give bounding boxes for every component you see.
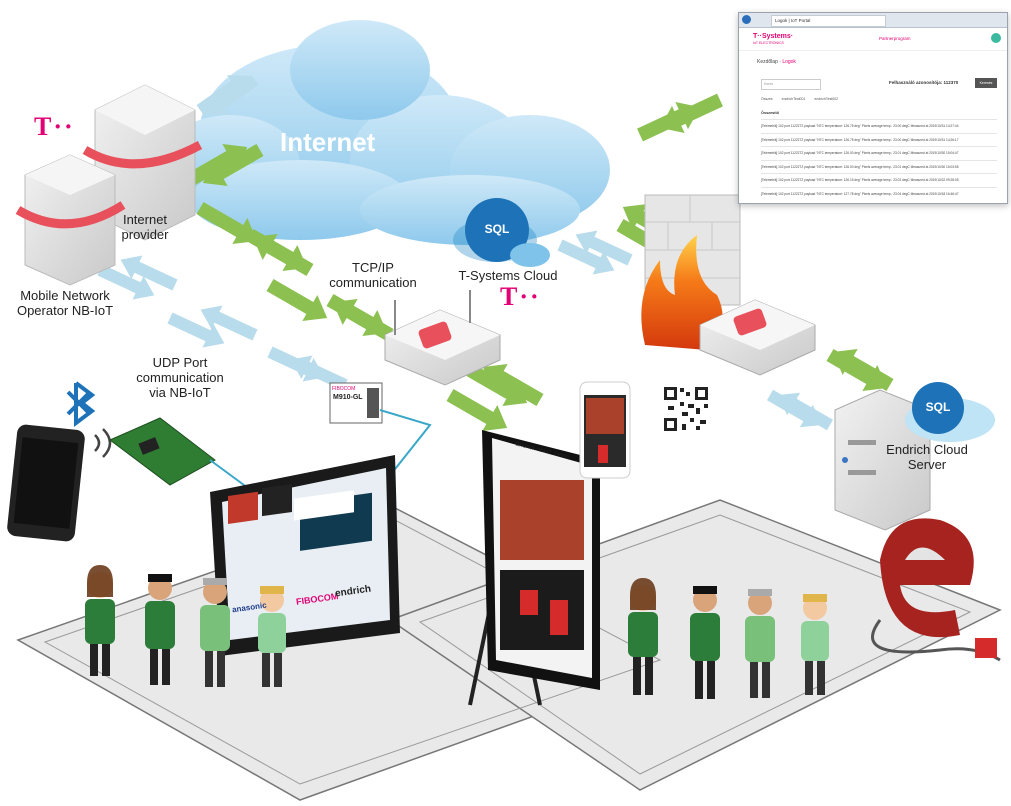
module-brand: FIBOCOM — [332, 386, 356, 392]
tablet-display — [210, 455, 400, 656]
list-item: [Telemetrik] 102 port 11222TZ payload "N… — [761, 119, 997, 133]
mobile-operator-label: Mobile Network Operator NB-IoT — [16, 288, 114, 318]
avatar[interactable] — [991, 33, 1001, 43]
portal-brand[interactable]: T··Systems· — [753, 33, 794, 40]
tab-all[interactable]: Összes — [761, 97, 773, 101]
nb-iot-module — [329, 382, 383, 424]
qr-code — [662, 385, 710, 433]
portal-brand-sub: IoT ELECTRONICS — [753, 41, 784, 45]
list-item: [Telemetrik] 102 port 11222TZ payload "N… — [761, 173, 997, 187]
firewall-icon — [641, 194, 741, 350]
list-item: [Telemetrik] 102 port 11222TZ payload "N… — [761, 186, 997, 201]
portal-header: T··Systems· IoT ELECTRONICS Partnerprogr… — [739, 28, 1007, 51]
t-systems-cloud-label: T-Systems Cloud — [458, 268, 558, 283]
browser-titlebar: Logok | IoT Portal — [739, 13, 1007, 28]
server-icon — [15, 84, 203, 286]
tab-device-2[interactable]: endrichTest002 — [814, 97, 839, 101]
log-list: Összesítő [Telemetrik] 102 port 11222TZ … — [761, 111, 997, 200]
menu-partnerprogram[interactable]: Partnerprogram — [879, 36, 911, 41]
module-model: M910-GL — [333, 394, 363, 401]
udp-label: UDP Port communication via NB-IoT — [136, 355, 224, 400]
internet-label: Internet — [280, 127, 376, 157]
telekom-logo-left: T·· — [34, 112, 75, 141]
sql-label-tsystems: SQL — [484, 222, 510, 236]
internet-cloud — [160, 20, 610, 245]
tcp-ip-label: TCP/IP communication — [329, 260, 417, 290]
endrich-robot-logo — [871, 518, 1001, 662]
device-tabs: Összes endrichTest001 endrichTest002 — [761, 97, 846, 101]
list-item: [Telemetrik] 102 port 11222TZ payload "N… — [761, 146, 997, 160]
user-id-count: Felhasználó azonosítója: 112370 — [889, 80, 959, 85]
tab-device-1[interactable]: endrichTest001 — [781, 97, 806, 101]
log-section-title: Összesítő — [761, 111, 779, 115]
bluetooth-icon — [66, 381, 96, 427]
search-input[interactable]: Keres — [761, 79, 821, 90]
people-group-right — [628, 578, 829, 699]
breadcrumb-home[interactable]: Kezdőlap — [757, 59, 778, 65]
portal-browser-window: Logok | IoT Portal T··Systems· IoT ELECT… — [738, 12, 1008, 204]
telekom-logo-center: T·· — [500, 282, 541, 311]
back-icon[interactable] — [742, 15, 751, 24]
breadcrumb: Kezdőlap · Logok — [757, 59, 796, 65]
list-item: [Telemetrik] 102 port 11222TZ payload "N… — [761, 159, 997, 174]
iphone-device — [579, 381, 631, 479]
t-systems-sql-icon — [453, 198, 550, 267]
router-icon — [384, 290, 501, 386]
endrich-cloud-label: Endrich Cloud Server — [886, 442, 968, 472]
list-item: [Telemetrik] 102 port 11222TZ payload "N… — [761, 132, 997, 147]
signboard-display — [468, 430, 600, 706]
endrich-router-icon — [699, 299, 816, 376]
internet-provider-label: Internet provider — [121, 212, 169, 242]
smartphone-icon — [7, 424, 112, 542]
dev-board — [109, 417, 216, 486]
sql-label-endrich: SQL — [925, 400, 951, 414]
search-button[interactable]: Keresés — [975, 78, 997, 88]
endrich-sql-icon — [905, 382, 995, 442]
people-group-left — [85, 565, 286, 687]
browser-tab[interactable]: Logok | IoT Portal — [771, 15, 886, 27]
breadcrumb-current: Logok — [782, 59, 796, 65]
